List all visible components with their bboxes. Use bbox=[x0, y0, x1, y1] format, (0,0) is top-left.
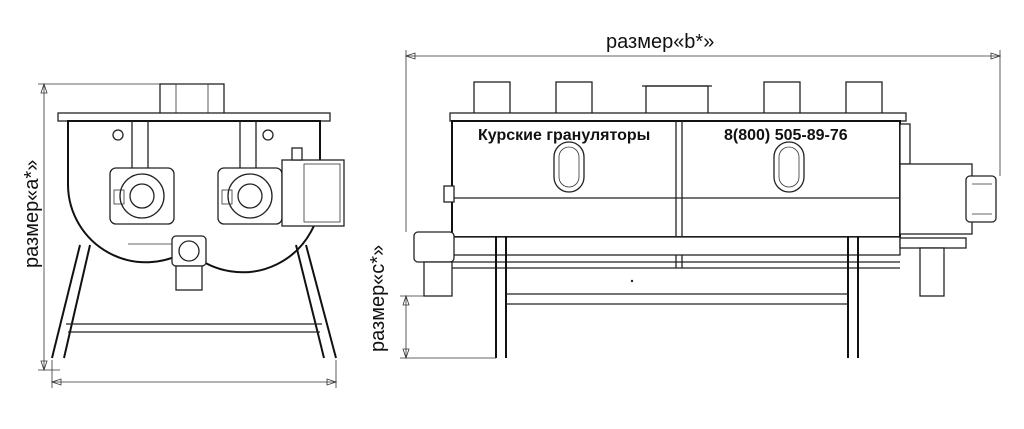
front-right-bearing bbox=[217, 167, 283, 225]
company-phone: 8(800) 505-89-76 bbox=[724, 127, 848, 144]
front-left-bearing bbox=[109, 167, 175, 225]
side-window-left bbox=[553, 141, 585, 193]
dimension-b-label: размер«b*» bbox=[606, 31, 714, 53]
dimension-b: размер«b*» bbox=[404, 31, 1002, 232]
dimension-a-label: размер«a*» bbox=[21, 160, 43, 268]
side-drive bbox=[899, 123, 997, 297]
front-bottom-motor bbox=[128, 235, 207, 291]
front-top-inlet bbox=[159, 83, 225, 115]
front-view: размер«a*» bbox=[21, 82, 345, 388]
side-discharge bbox=[413, 185, 455, 297]
dimension-c: размер«c*» bbox=[367, 245, 496, 360]
side-top-inlets bbox=[473, 81, 883, 115]
front-legs bbox=[51, 244, 337, 359]
side-view: Курские грануляторы 8(800) 505-89-76 bbox=[367, 31, 1002, 360]
side-frame bbox=[495, 236, 859, 358]
company-name: Курские грануляторы bbox=[478, 127, 650, 144]
side-window-right bbox=[773, 141, 805, 193]
dimension-a: размер«a*» bbox=[21, 82, 160, 372]
dimension-c-label: размер«c*» bbox=[367, 245, 389, 352]
front-control-box bbox=[281, 147, 345, 227]
front-lid bbox=[57, 112, 331, 122]
side-lid bbox=[449, 112, 907, 122]
front-width-dimension bbox=[50, 360, 338, 388]
